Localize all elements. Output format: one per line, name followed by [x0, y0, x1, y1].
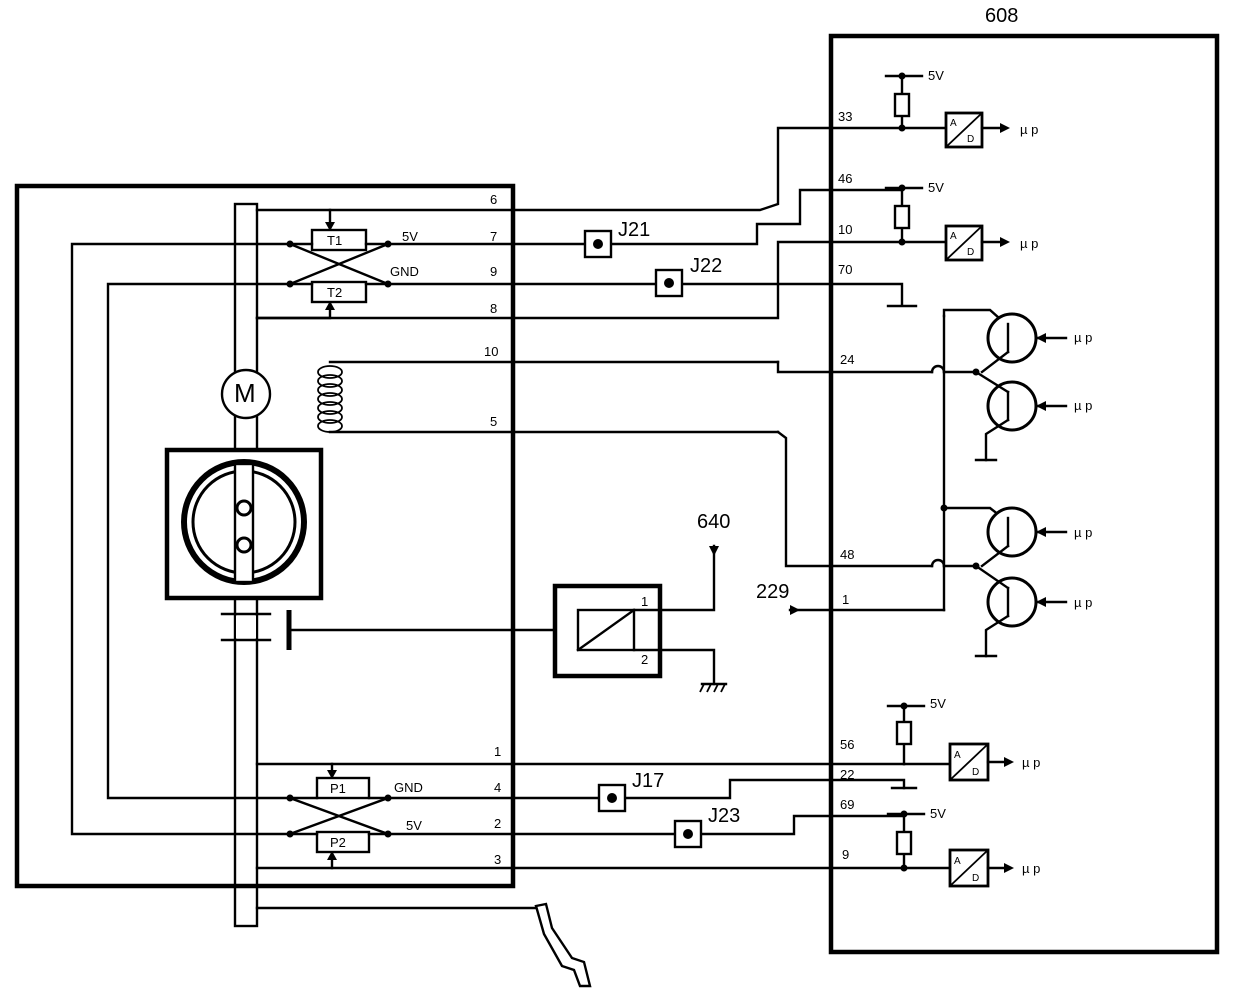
- relay-pin-1: 1: [641, 594, 648, 609]
- conn-pin-8: 8: [490, 301, 497, 316]
- ecu-label: 608: [985, 5, 1018, 27]
- j22-label: J22: [690, 255, 722, 277]
- j17-label: J17: [632, 770, 664, 792]
- adc-a-10: A: [950, 231, 957, 242]
- adc-56: 5V A D µ p: [886, 696, 1040, 782]
- adc-33: 5V A D µ p: [884, 68, 1038, 149]
- junction-j17: J17: [597, 770, 664, 813]
- p2-label: P2: [330, 835, 346, 850]
- ecu-pin-1: 1: [842, 592, 849, 607]
- mu-p-tr2: µ p: [1074, 398, 1092, 413]
- ecu-pin-10: 10: [838, 222, 852, 237]
- pedal-icon: [534, 902, 592, 988]
- p-5v-label: 5V: [406, 818, 422, 833]
- adc-a-56: A: [954, 750, 961, 761]
- motor-label: M: [234, 378, 256, 408]
- ecu-pin-70: 70: [838, 262, 852, 277]
- conn-pin-5: 5: [490, 414, 497, 429]
- mu-p-tr3: µ p: [1074, 525, 1092, 540]
- sensor-t1: [310, 228, 368, 252]
- t2-label: T2: [327, 285, 342, 300]
- p1-label: P1: [330, 781, 346, 796]
- t1-label: T1: [327, 233, 342, 248]
- adc-d-56: D: [972, 767, 979, 778]
- ecu-pin-46: 46: [838, 171, 852, 186]
- coil-icon: [317, 365, 343, 433]
- conn-pin-10: 10: [484, 344, 498, 359]
- ecu-pin-9: 9: [842, 847, 849, 862]
- conn-pin-1: 1: [494, 744, 501, 759]
- t-5v-label: 5V: [402, 229, 418, 244]
- adc-a-33: A: [950, 118, 957, 129]
- mu-p-33: µ p: [1020, 122, 1038, 137]
- conn-pin-6: 6: [490, 192, 497, 207]
- j23-label: J23: [708, 805, 740, 827]
- junction-j23: J23: [673, 805, 740, 849]
- ecu-pin-33: 33: [838, 109, 852, 124]
- mu-p-tr1: µ p: [1074, 330, 1092, 345]
- h-bridge: µ p µ p µ p µ p: [942, 308, 1092, 658]
- supply-5v-10: 5V: [928, 180, 944, 195]
- relay-pin-2: 2: [641, 652, 648, 667]
- throttle-unit: M T1 T2: [14, 183, 780, 928]
- motor-icon: [220, 368, 272, 420]
- ecu-pin-56: 56: [840, 737, 854, 752]
- mu-p-9: µ p: [1022, 861, 1040, 876]
- supply-5v-9: 5V: [930, 806, 946, 821]
- adc-10: 5V A D µ p: [884, 180, 1038, 262]
- conn-pin-9: 9: [490, 264, 497, 279]
- mu-p-10: µ p: [1020, 236, 1038, 251]
- sensor-p2: [315, 830, 371, 854]
- sensor-p1: [315, 776, 371, 800]
- ecu-pin-69: 69: [840, 797, 854, 812]
- ecu-608: 608: [828, 5, 1220, 955]
- t-gnd-label: GND: [390, 264, 419, 279]
- mu-p-56: µ p: [1022, 755, 1040, 770]
- supply-5v-33: 5V: [928, 68, 944, 83]
- supply-5v-56: 5V: [930, 696, 946, 711]
- p-gnd-label: GND: [394, 780, 423, 795]
- ecu-pin-48: 48: [840, 547, 854, 562]
- conn-pin-2: 2: [494, 816, 501, 831]
- mu-p-tr4: µ p: [1074, 595, 1092, 610]
- conn-pin-4: 4: [494, 780, 501, 795]
- adc-d-10: D: [967, 247, 974, 258]
- j21-label: J21: [618, 219, 650, 241]
- conn-pin-3: 3: [494, 852, 501, 867]
- sensor-t2: [310, 280, 368, 304]
- adc-a-9: A: [954, 856, 961, 867]
- junction-j21: J21: [583, 219, 650, 259]
- ref-229: 229: [756, 581, 789, 603]
- ref-640: 640: [697, 511, 730, 533]
- junction-j22: J22: [654, 255, 722, 298]
- adc-d-9: D: [972, 873, 979, 884]
- adc-d-33: D: [967, 134, 974, 145]
- relay-icon: 1 2 640: [552, 511, 730, 693]
- conn-pin-7: 7: [490, 229, 497, 244]
- ecu-pin-22: 22: [840, 767, 854, 782]
- adc-9: 5V A D µ p: [886, 806, 1040, 888]
- ecu-pin-24: 24: [840, 352, 854, 367]
